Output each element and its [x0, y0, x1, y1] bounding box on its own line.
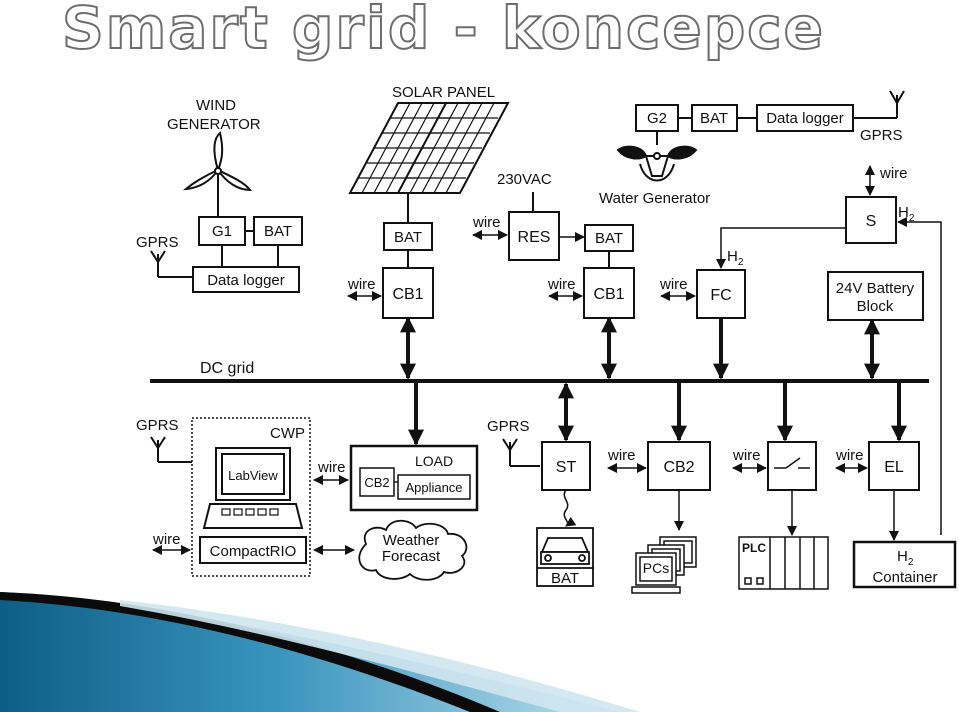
wind-turbine-icon — [182, 131, 253, 217]
wire-fc-label: wire — [659, 276, 688, 293]
load-label: LOAD — [415, 453, 453, 469]
st-label: ST — [556, 459, 577, 476]
pcs-label: PCs — [643, 560, 669, 576]
wind-generator-label-2: GENERATOR — [167, 116, 261, 133]
el-label: EL — [884, 459, 904, 476]
cwp-label: CWP — [270, 425, 305, 442]
g2-label: G2 — [647, 110, 667, 127]
h2-container-label-2: Container — [872, 569, 937, 586]
st-coil — [563, 489, 577, 527]
cb1-water-label: CB1 — [593, 286, 624, 303]
weather-cloud-icon — [358, 519, 468, 581]
battery-block-label-2: Block — [857, 298, 894, 315]
battery-block-label-1: 24V Battery — [836, 280, 915, 297]
h2-container-label-1: H2 — [897, 548, 914, 568]
wire-load-label: wire — [317, 459, 346, 476]
solar-bat-label: BAT — [394, 229, 422, 246]
data-logger-left-box — [192, 266, 300, 293]
g1-bat-label: BAT — [264, 223, 292, 240]
switch-icon — [774, 457, 810, 469]
labview-label: LabView — [228, 468, 278, 483]
car-icon — [536, 527, 594, 587]
decorative-swoosh — [0, 592, 640, 712]
weather-label-1: Weather — [383, 532, 439, 549]
wire-el-label: wire — [835, 447, 864, 464]
water-bat-label: BAT — [700, 110, 728, 127]
solar-bat-box — [383, 222, 433, 251]
h2-s-label: H2 — [898, 204, 915, 224]
wire-switch-label: wire — [732, 447, 761, 464]
dc-grid-label: DC grid — [200, 360, 254, 377]
solar-panel-icon — [348, 102, 510, 194]
cb1-solar-label: CB1 — [392, 286, 423, 303]
g1-label: G1 — [212, 223, 232, 240]
data-logger-right-label: Data logger — [766, 110, 844, 127]
water-generator-label: Water Generator — [599, 190, 710, 207]
res-box — [508, 211, 560, 261]
h2-container-box — [852, 540, 957, 589]
h2-to-fc-arrow — [716, 227, 845, 269]
cb2-load-box — [359, 467, 395, 497]
g2-box — [635, 104, 679, 132]
wire-solar-label: wire — [347, 276, 376, 293]
cwp-dotted-box — [191, 417, 311, 577]
antenna-icon-st — [502, 438, 540, 467]
cb2-box — [647, 441, 711, 491]
fc-box — [696, 269, 746, 319]
pcs-icon — [631, 536, 697, 594]
compactrio-label: CompactRIO — [210, 543, 297, 560]
data-logger-left-label: Data logger — [207, 272, 285, 289]
res-label: RES — [518, 229, 551, 246]
gprs-st-label: GPRS — [487, 418, 530, 435]
water-bat2-box — [584, 224, 634, 252]
plc-icon — [738, 536, 829, 590]
switch-box — [767, 441, 817, 491]
water-turbine-icon — [616, 145, 698, 182]
cb2-label: CB2 — [663, 459, 694, 476]
appliance-box — [397, 474, 471, 500]
water-bat2-label: BAT — [595, 230, 623, 247]
compactrio-box — [199, 536, 307, 564]
laptop-icon — [202, 447, 304, 529]
weather-label-2: Forecast — [382, 548, 441, 565]
wire-compactrio-label: wire — [152, 531, 181, 548]
s-label: S — [866, 213, 877, 230]
el-box — [868, 441, 920, 491]
gprs-cwp-label: GPRS — [136, 417, 179, 434]
wire-water-label: wire — [547, 276, 576, 293]
wind-generator-label-1: WIND — [196, 97, 236, 114]
car-bat-label: BAT — [551, 570, 579, 587]
vac-label: 230VAC — [497, 171, 552, 188]
wire-res-label: wire — [472, 214, 501, 231]
antenna-icon-right — [889, 90, 905, 118]
st-box — [541, 441, 591, 491]
cb2-load-label: CB2 — [364, 475, 389, 490]
h2-return-line — [897, 217, 942, 535]
cb1-water-box — [583, 267, 635, 319]
wire-s-label: wire — [879, 165, 908, 182]
appliance-label: Appliance — [405, 480, 462, 495]
fc-label: FC — [710, 287, 731, 304]
slide-title: Smart grid - koncepce — [61, 0, 825, 63]
antenna-icon-cwp — [150, 436, 192, 463]
gprs-left-label: GPRS — [136, 234, 179, 251]
h2-fc-label: H2 — [727, 248, 744, 268]
s-box — [845, 196, 897, 244]
battery-block-box — [827, 271, 924, 321]
solar-panel-label: SOLAR PANEL — [392, 84, 495, 101]
gprs-right-label: GPRS — [860, 127, 903, 144]
wire-cb2-label: wire — [607, 447, 636, 464]
antenna-icon — [150, 250, 193, 278]
plc-label: PLC — [742, 541, 766, 555]
